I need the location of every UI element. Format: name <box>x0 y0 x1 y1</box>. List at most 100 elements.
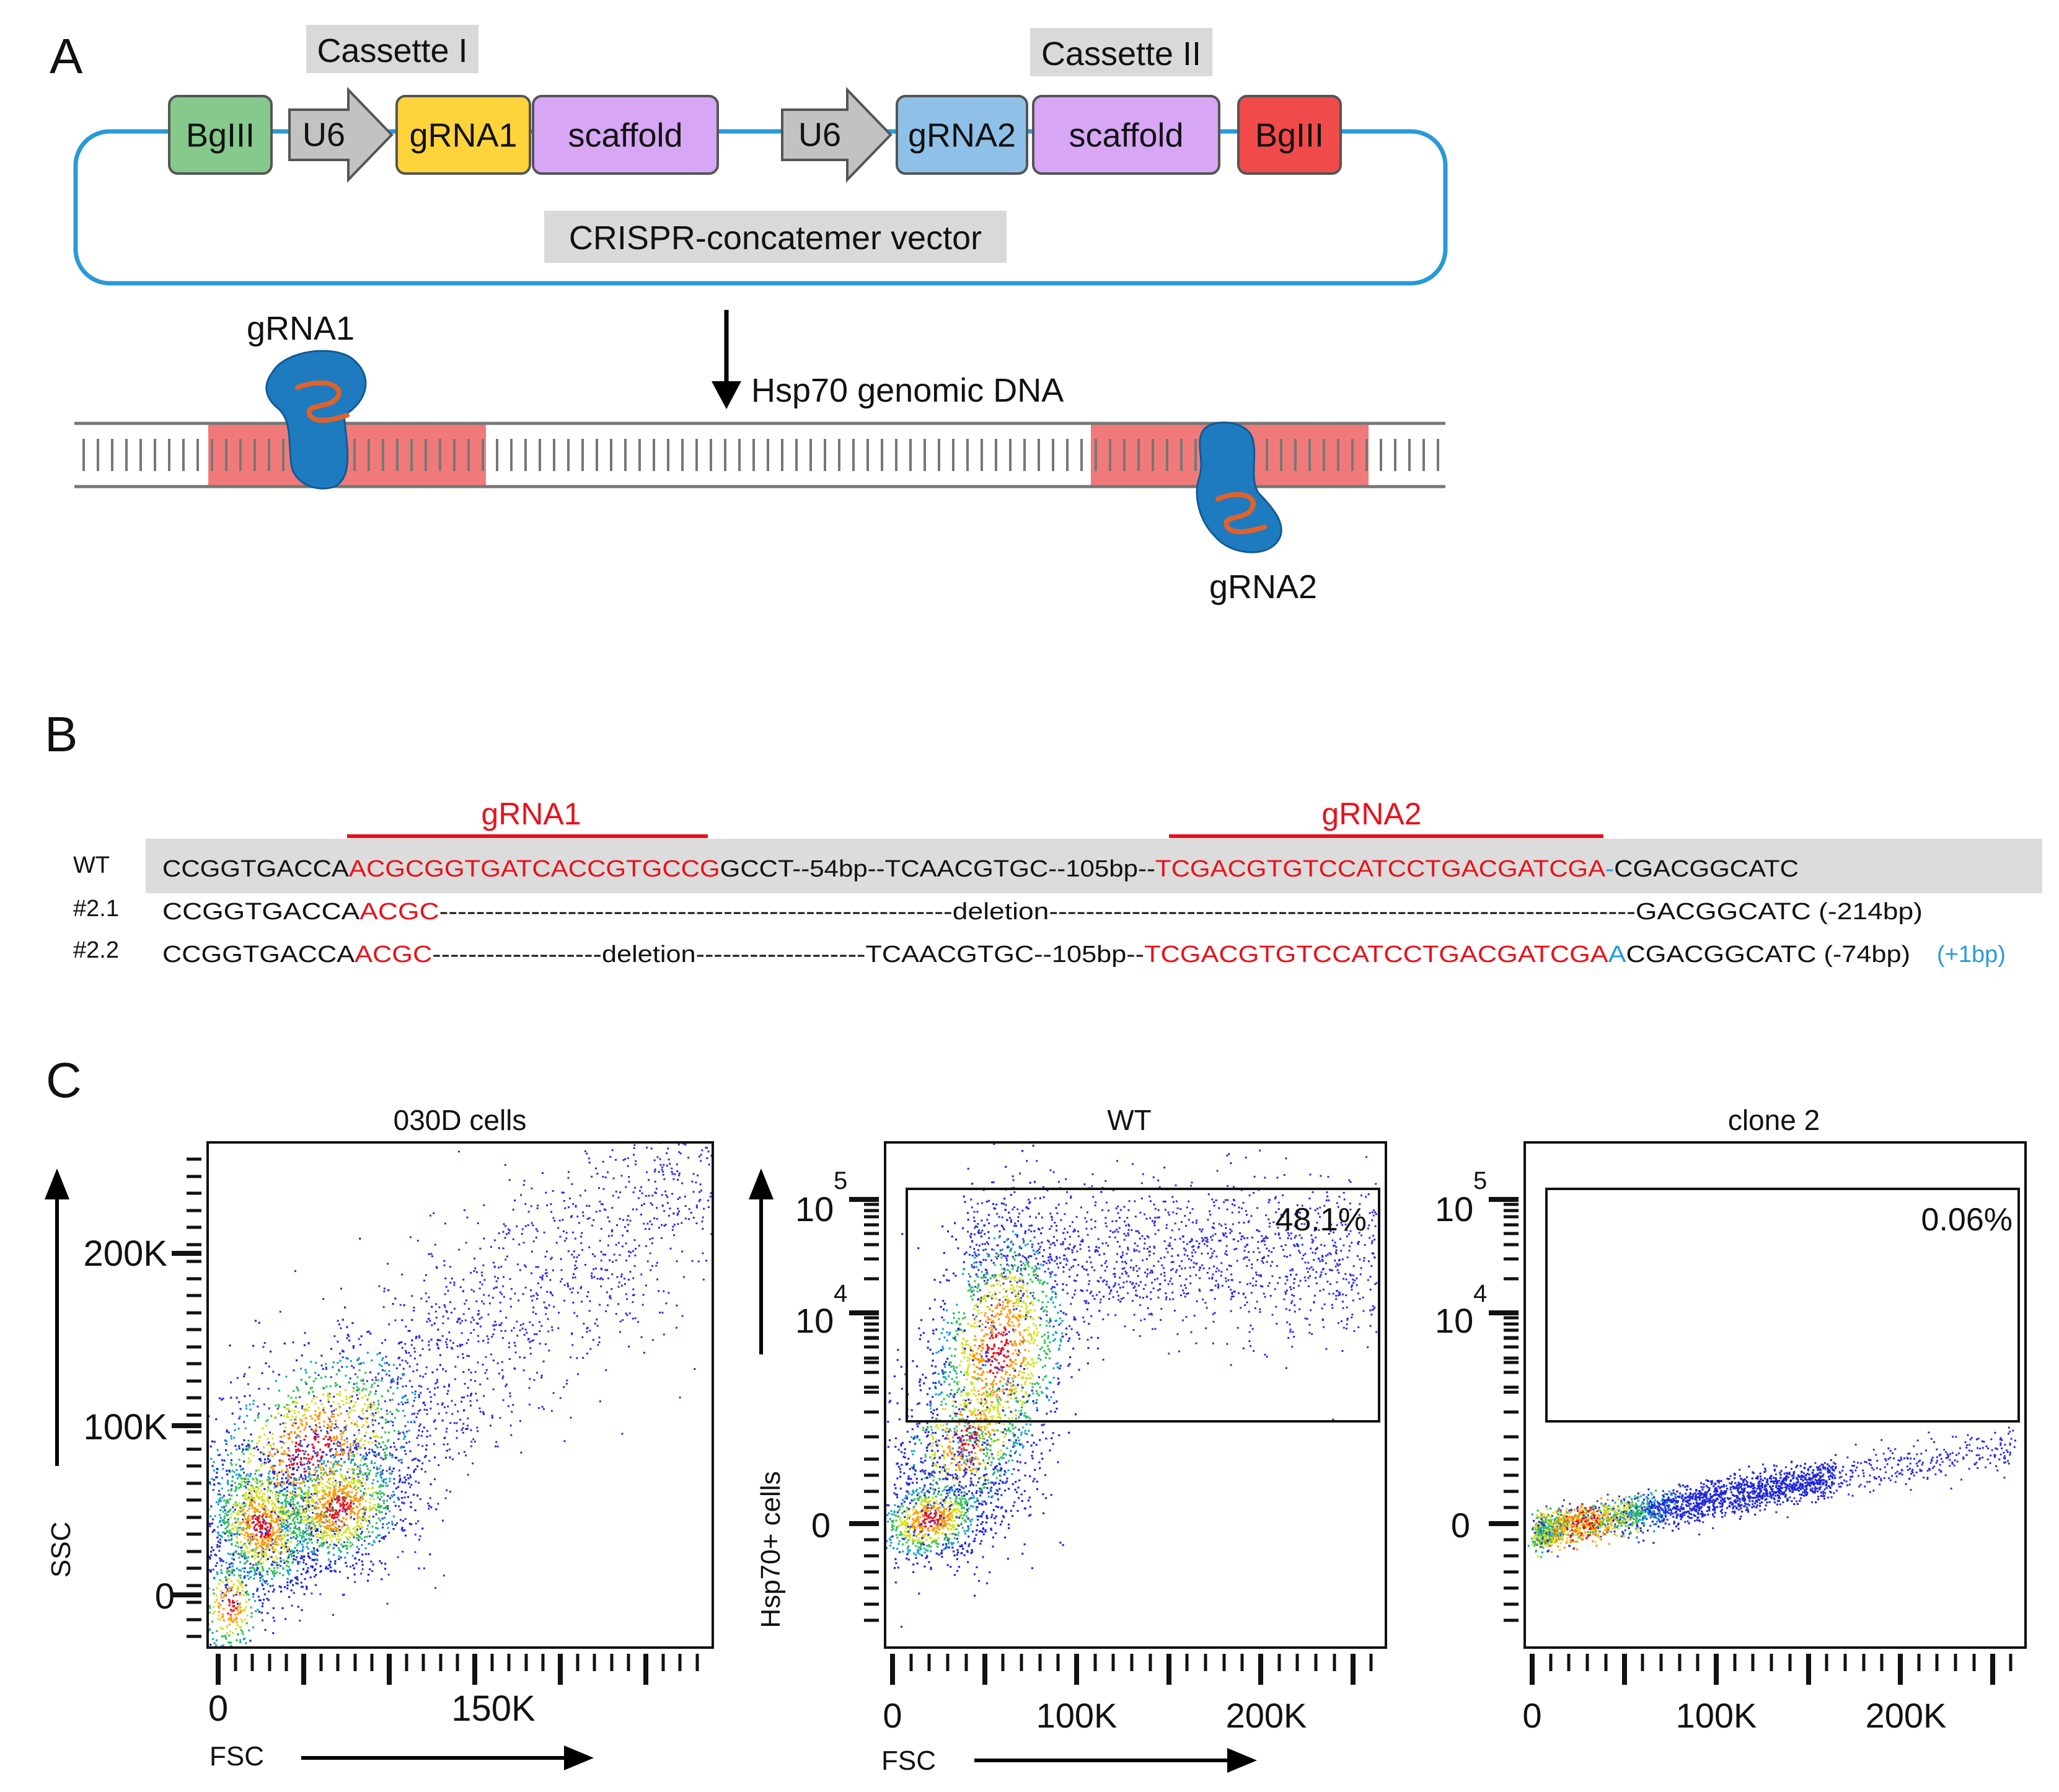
data-point <box>581 1132 583 1134</box>
data-point <box>262 1346 265 1348</box>
data-point <box>280 1459 283 1462</box>
data-point <box>344 1488 346 1490</box>
data-point <box>351 1543 354 1546</box>
data-point <box>337 1512 340 1514</box>
data-point <box>487 1338 490 1340</box>
data-point <box>221 1459 223 1462</box>
data-point <box>229 1509 232 1511</box>
data-point <box>315 1517 318 1520</box>
data-point <box>364 1395 366 1397</box>
data-point <box>591 1224 593 1227</box>
data-point <box>449 1491 451 1493</box>
data-point <box>727 1158 729 1160</box>
data-point <box>677 1207 679 1210</box>
data-point <box>350 1533 353 1535</box>
data-point <box>281 1537 284 1540</box>
data-point <box>257 1468 260 1471</box>
data-point <box>372 1516 374 1518</box>
data-point <box>449 1340 452 1342</box>
data-point <box>282 1460 284 1463</box>
data-point <box>417 1434 420 1437</box>
data-point <box>346 1524 348 1527</box>
data-point <box>673 1224 676 1226</box>
data-point <box>699 1183 702 1186</box>
data-point <box>439 1364 441 1366</box>
data-point <box>343 1452 346 1454</box>
data-point <box>342 1488 344 1490</box>
data-point <box>284 1422 287 1424</box>
data-point <box>289 1455 291 1457</box>
data-point <box>234 1508 236 1511</box>
data-point <box>201 1516 203 1518</box>
data-point <box>403 1446 405 1449</box>
data-point <box>339 1444 342 1446</box>
data-point <box>292 1425 294 1428</box>
data-point <box>177 1413 179 1415</box>
data-point <box>245 1445 248 1447</box>
data-point <box>436 1344 439 1346</box>
data-point <box>663 1225 666 1227</box>
data-point <box>333 1543 335 1546</box>
data-point <box>262 1561 264 1564</box>
data-point <box>200 1646 202 1648</box>
data-point <box>312 1499 314 1501</box>
data-point <box>320 1533 323 1535</box>
data-point <box>271 1546 273 1548</box>
data-point <box>294 1484 297 1486</box>
data-point <box>312 1553 314 1555</box>
data-point <box>221 1592 224 1594</box>
data-point <box>241 1581 244 1584</box>
data-point <box>239 1576 242 1579</box>
data-point <box>632 1191 635 1193</box>
data-point <box>405 1395 407 1397</box>
data-point <box>382 1478 385 1481</box>
data-point <box>372 1415 375 1418</box>
data-point <box>251 1535 254 1538</box>
data-point <box>218 1614 220 1617</box>
data-point <box>298 1529 301 1532</box>
data-point <box>222 1531 224 1534</box>
data-point <box>245 1475 248 1477</box>
data-point <box>278 1585 281 1587</box>
data-point <box>324 1514 327 1517</box>
data-point <box>361 1560 363 1563</box>
data-point <box>352 1406 355 1408</box>
data-point <box>650 1202 652 1204</box>
data-point <box>338 1390 342 1393</box>
data-point <box>336 1533 338 1535</box>
data-point <box>360 1522 363 1525</box>
data-point <box>304 1538 306 1541</box>
data-point <box>519 1329 521 1331</box>
data-point <box>344 1480 346 1482</box>
data-point <box>676 1163 678 1165</box>
data-point <box>389 1480 391 1483</box>
data-point <box>293 1390 295 1392</box>
data-point <box>268 1501 270 1504</box>
data-point <box>378 1486 381 1488</box>
data-point <box>312 1463 314 1466</box>
data-point <box>277 1529 280 1531</box>
data-point <box>234 1545 237 1547</box>
data-point <box>397 1459 400 1462</box>
data-point <box>250 1516 252 1518</box>
data-point <box>353 1404 356 1407</box>
data-point <box>315 1433 317 1436</box>
data-point <box>228 1665 230 1667</box>
data-point <box>305 1518 307 1521</box>
data-point <box>660 1237 663 1239</box>
data-point <box>474 1441 476 1443</box>
data-point <box>645 1100 646 1102</box>
data-point <box>218 1499 221 1501</box>
data-point <box>245 1591 247 1594</box>
data-point <box>359 1417 362 1419</box>
data-point <box>427 1502 430 1504</box>
data-point <box>418 1538 420 1541</box>
data-point <box>254 1548 257 1551</box>
scatter-points <box>177 1100 729 1667</box>
data-point <box>298 1511 301 1514</box>
data-point <box>263 1403 265 1406</box>
data-point <box>325 1541 328 1543</box>
data-point <box>278 1510 281 1512</box>
data-point <box>225 1579 227 1581</box>
data-point <box>338 1549 340 1551</box>
